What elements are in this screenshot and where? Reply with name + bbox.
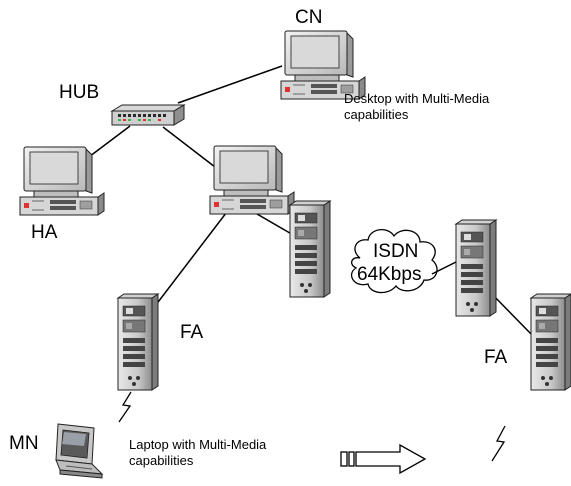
isdn-label: ISDN: [373, 241, 419, 262]
desktop-caption-line2: capabilities: [344, 107, 409, 122]
mid-server-icon: [289, 200, 331, 298]
ha-computer-icon: [19, 146, 105, 216]
hub-label: HUB: [59, 82, 100, 103]
link-hub-router: [162, 126, 216, 168]
router-computer-icon: [209, 145, 295, 215]
cn-computer-icon: [280, 30, 366, 100]
mn-label: MN: [9, 433, 39, 454]
isdn-server-icon: [455, 219, 497, 317]
desktop-caption: Desktop with Multi-Media capabilities: [344, 91, 489, 123]
laptop-caption-line1: Laptop with Multi-Media: [129, 437, 267, 452]
movement-arrow-icon: [340, 443, 427, 475]
link-router-fa-left: [151, 199, 237, 311]
isdn-speed-label: 64Kbps: [357, 264, 422, 285]
laptop-caption-line2: capabilities: [129, 453, 194, 468]
ha-label: HA: [31, 222, 58, 243]
desktop-caption-line1: Desktop with Multi-Media: [344, 91, 490, 106]
hub-icon: [110, 104, 186, 126]
wireless-left-lightning-icon: [118, 391, 132, 423]
laptop-caption: Laptop with Multi-Media capabilities: [129, 437, 266, 469]
isdn-cloud-icon: [351, 229, 457, 294]
cn-label: CN: [295, 7, 323, 28]
wireless-right-lightning-icon: [491, 425, 506, 462]
fa-left-label: FA: [180, 322, 204, 343]
fa-right-server-icon: [530, 293, 571, 391]
link-hub-cn: [177, 65, 283, 104]
fa-right-label: FA: [484, 347, 508, 368]
fa-left-server-icon: [117, 293, 159, 391]
mn-laptop-icon: [55, 423, 104, 479]
